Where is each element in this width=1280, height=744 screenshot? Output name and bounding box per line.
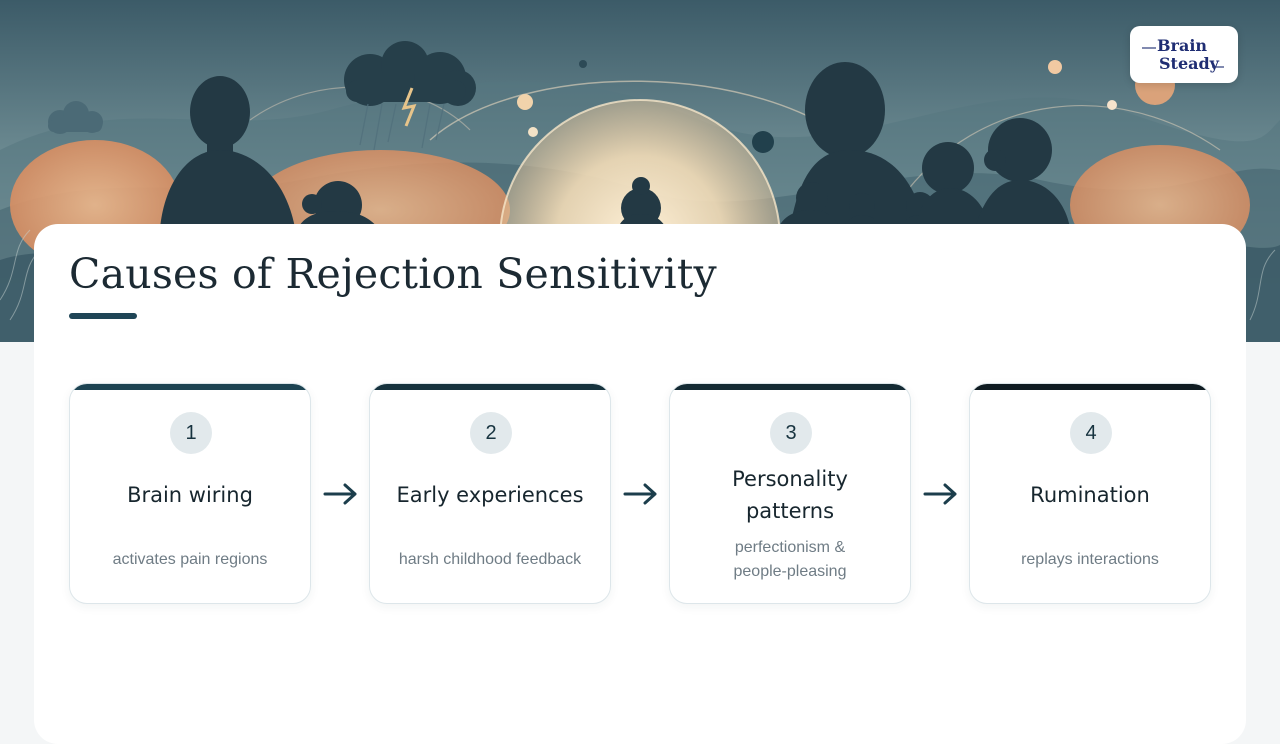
logo-text-line2: Steady <box>1159 54 1220 73</box>
arrow-right-icon <box>923 482 959 506</box>
cause-card-rumination: 4 Rumination replays interactions <box>969 383 1211 604</box>
cause-card-early-experiences: 2 Early experiences harsh childhood feed… <box>369 383 611 604</box>
card-description: harsh childhood feedback <box>398 551 582 568</box>
card-accent-bar <box>370 384 610 390</box>
page-title: Causes of Rejection Sensitivity <box>69 250 717 298</box>
step-number-badge: 4 <box>1070 412 1112 454</box>
logo-text-line1: Brain <box>1157 36 1207 55</box>
card-accent-bar <box>970 384 1210 390</box>
card-accent-bar <box>70 384 310 390</box>
cause-card-personality-patterns: 3 Personality patterns perfectionism & p… <box>669 383 911 604</box>
cause-card-brain-wiring: 1 Brain wiring activates pain regions <box>69 383 311 604</box>
card-title: Brain wiring <box>127 483 253 507</box>
card-description: perfectionism & people-pleasing <box>733 539 847 580</box>
card-title: Rumination <box>1030 483 1150 507</box>
card-accent-bar <box>670 384 910 390</box>
step-number-badge: 3 <box>770 412 812 454</box>
step-number-badge: 2 <box>470 412 512 454</box>
card-title: Personality patterns <box>732 467 848 523</box>
arrow-right-icon <box>623 482 659 506</box>
title-underline <box>69 313 137 319</box>
arrow-right-icon <box>323 482 359 506</box>
card-title: Early experiences <box>396 483 584 507</box>
step-number-badge: 1 <box>170 412 212 454</box>
brand-logo: Brain Steady <box>1130 26 1238 83</box>
card-description: activates pain regions <box>112 551 268 568</box>
card-description: replays interactions <box>1021 551 1159 568</box>
